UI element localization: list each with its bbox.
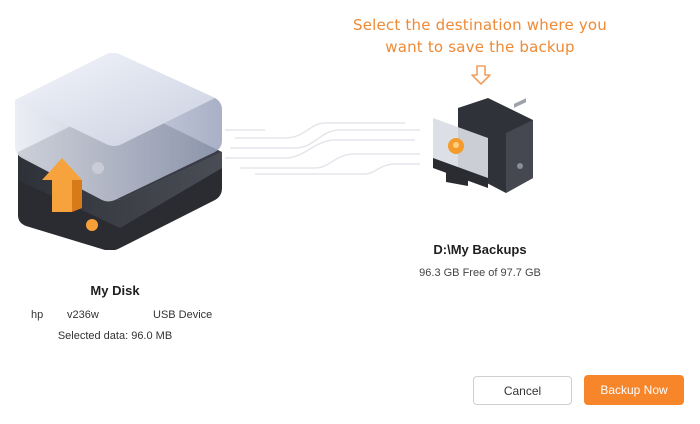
destination-hint: Select the destination where you want to…: [330, 14, 630, 58]
hint-line-1: Select the destination where you: [352, 16, 608, 34]
destination-free-space: 96.3 GB Free of 97.7 GB: [419, 267, 541, 279]
source-title: My Disk: [90, 283, 140, 298]
source-type: USB Device: [153, 309, 213, 321]
destination-path[interactable]: D:\My Backups: [433, 242, 527, 257]
down-arrow-icon: [471, 65, 491, 85]
hint-line-2: want to save the backup: [385, 38, 575, 56]
source-vendor: hp: [31, 309, 44, 321]
disk-upload-icon: [15, 53, 222, 250]
transfer-flow-lines: [225, 122, 420, 175]
cancel-button[interactable]: Cancel: [473, 376, 572, 405]
computer-location-icon: [433, 98, 533, 193]
selected-data: Selected data: 96.0 MB: [57, 330, 173, 342]
source-model: v236w: [67, 309, 99, 321]
backup-now-button[interactable]: Backup Now: [584, 375, 684, 405]
